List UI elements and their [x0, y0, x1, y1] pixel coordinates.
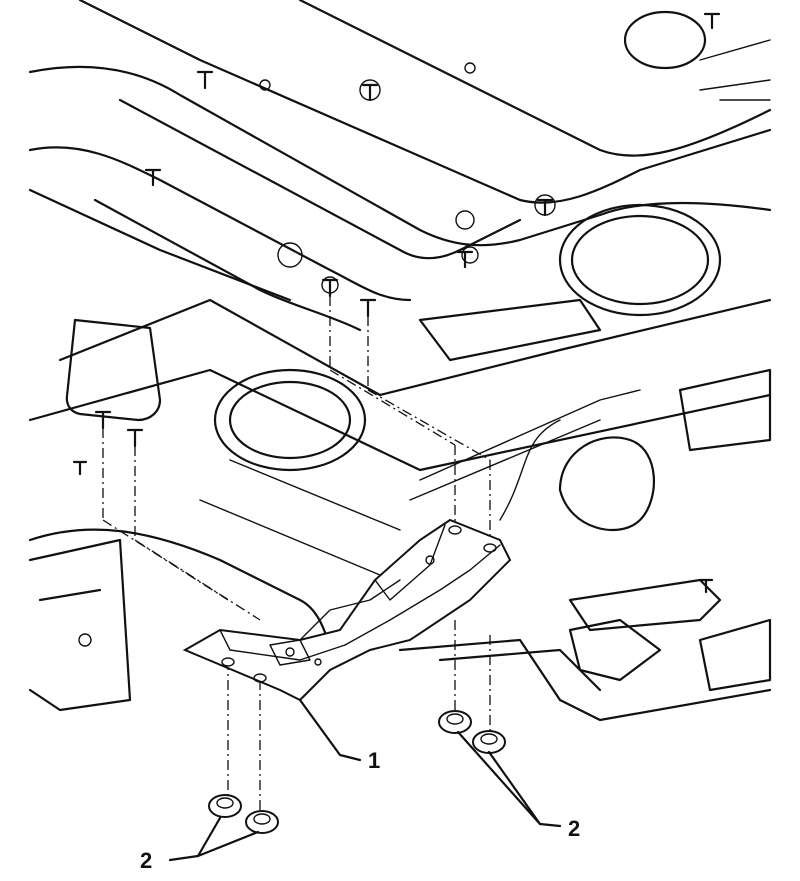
- callout-1: 1: [368, 748, 380, 773]
- nuts-part-2: [208, 710, 506, 834]
- callout-2-right: 2: [568, 816, 580, 841]
- bracket-part-1: [182, 518, 512, 702]
- nut-right-1: [438, 710, 472, 734]
- nut-right-2: [472, 730, 506, 754]
- body-studs: [72, 12, 721, 594]
- vehicle-underbody: [28, 0, 772, 722]
- callout-2-left: 2: [140, 848, 152, 873]
- assembly-guide-lines: [102, 296, 491, 815]
- nut-left-1: [208, 794, 242, 818]
- nut-left-2: [245, 810, 279, 834]
- leader-lines: [168, 698, 562, 862]
